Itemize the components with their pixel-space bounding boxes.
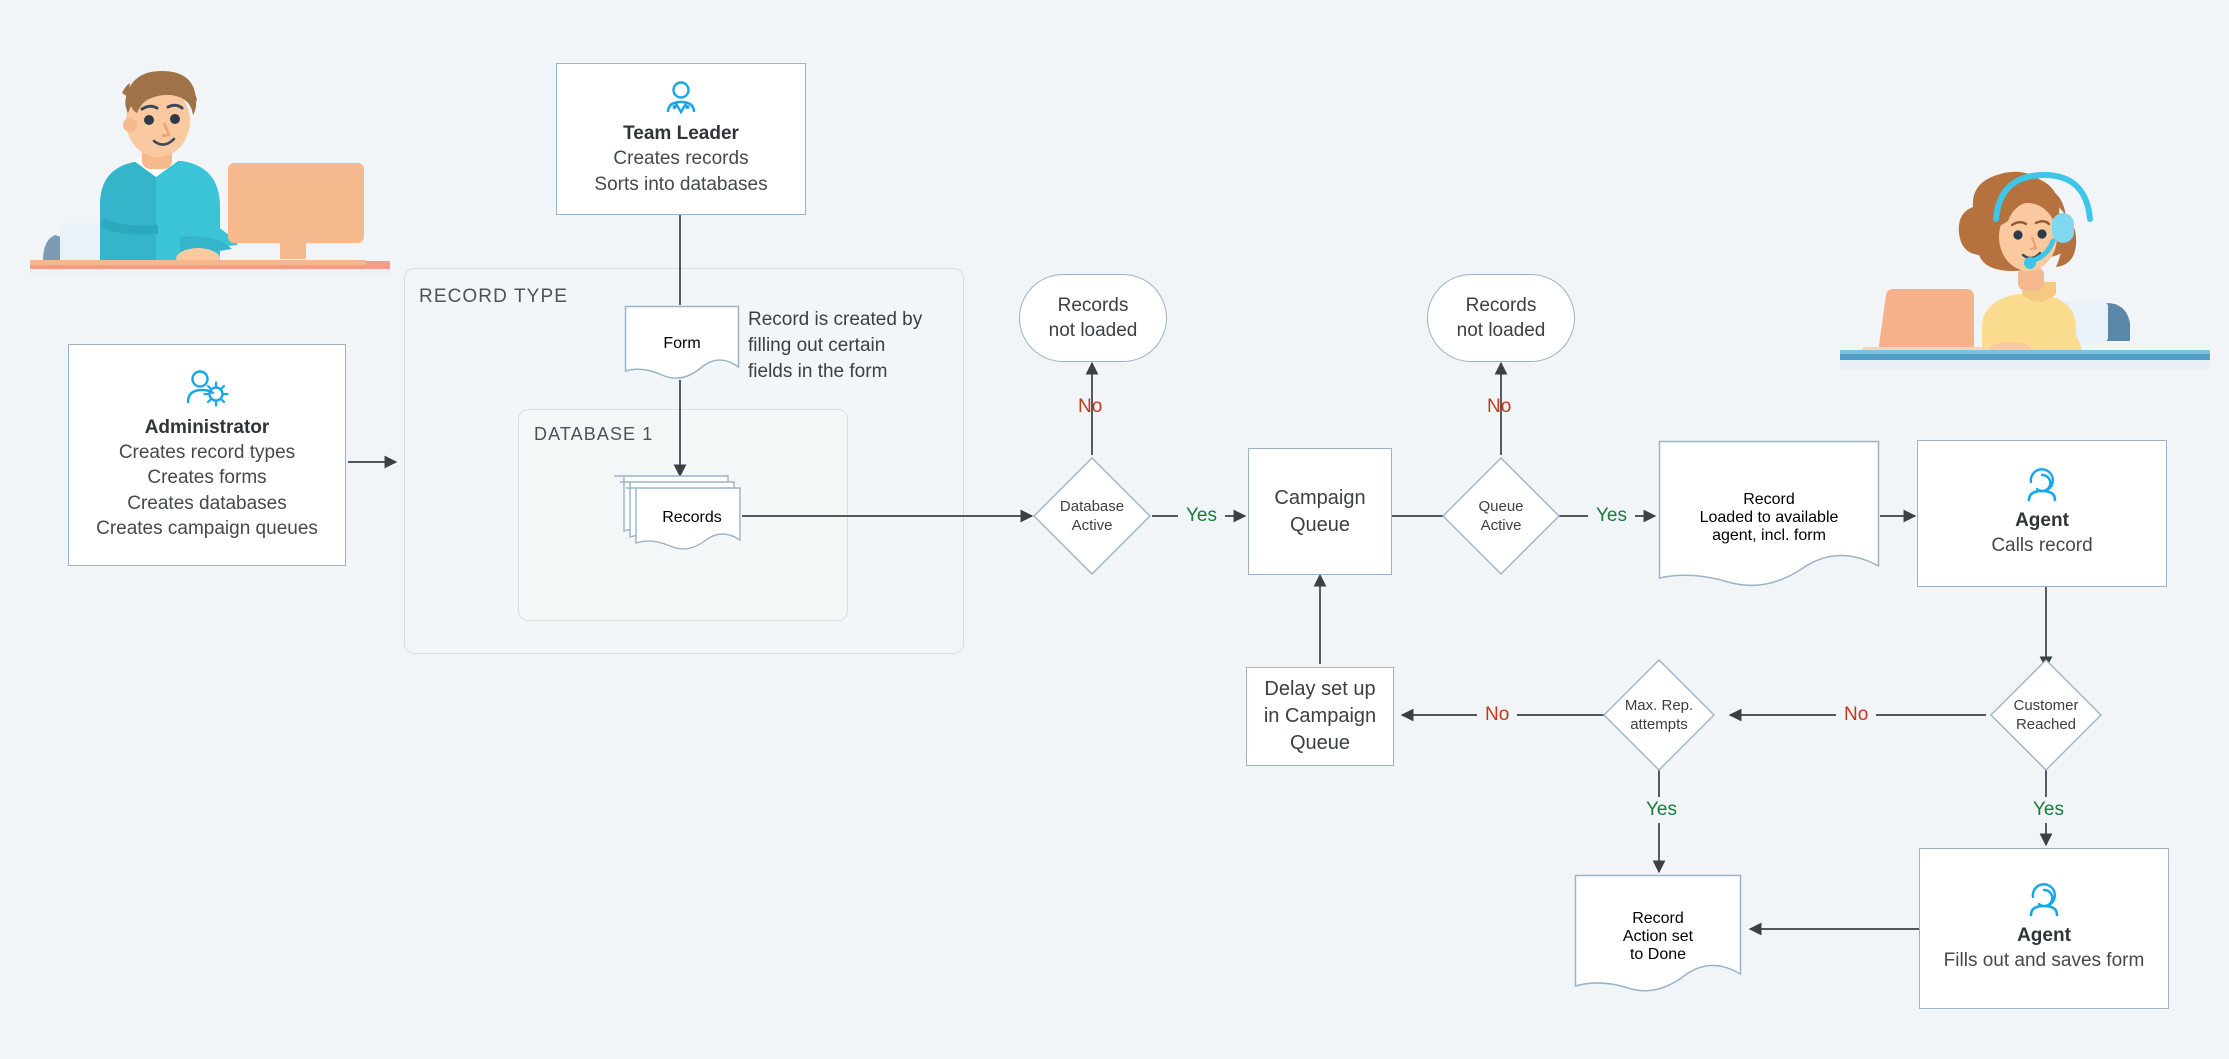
records-not-loaded-2-line-0: Records bbox=[1465, 294, 1537, 316]
database-active-line-1: Active bbox=[1071, 517, 1113, 534]
record-type-group-label: RECORD TYPE bbox=[419, 286, 568, 307]
form-note-line-0: Record is created by bbox=[748, 309, 923, 330]
records-not-loaded-2-line-1: not loaded bbox=[1456, 320, 1546, 341]
record-done-node[interactable]: Record Action set to Done bbox=[1574, 874, 1742, 1000]
person-team-icon bbox=[666, 81, 696, 115]
database-active-line-0: Database bbox=[1059, 497, 1125, 515]
headset-agent-icon bbox=[2027, 468, 2057, 502]
agent-calls-record-node[interactable]: Agent Calls record bbox=[1917, 440, 2167, 587]
database-active-decision[interactable]: Database Active bbox=[1032, 456, 1152, 576]
delay-line-2: Queue bbox=[1289, 731, 1351, 754]
records-not-loaded-1-line-0: Records bbox=[1057, 294, 1129, 316]
administrator-line-2: Creates databases bbox=[127, 492, 287, 514]
team-leader-node[interactable]: Team Leader Creates records Sorts into d… bbox=[556, 63, 806, 215]
delay-line-0: Delay set up bbox=[1264, 678, 1376, 701]
customer-reached-line-0: Customer bbox=[2013, 696, 2079, 714]
form-note: Record is created by filling out certain… bbox=[748, 307, 963, 384]
edge-label-max-rep-yes: Yes bbox=[1640, 797, 1683, 823]
records-node[interactable]: Records bbox=[610, 470, 742, 566]
agent-calls-record-line-0: Calls record bbox=[1991, 535, 2093, 557]
agent-fills-form-node[interactable]: Agent Fills out and saves form bbox=[1919, 848, 2169, 1009]
edge-label-db-active-no: No bbox=[1078, 396, 1103, 417]
form-note-line-1: filling out certain bbox=[748, 334, 886, 356]
edge-label-db-active-yes: Yes bbox=[1178, 505, 1225, 527]
administrator-line-3: Creates campaign queues bbox=[96, 517, 318, 539]
edge-label-queue-active-no: No bbox=[1487, 396, 1512, 417]
agent-fills-form-title: Agent bbox=[2017, 925, 2071, 947]
administrator-node[interactable]: Administrator Creates record types Creat… bbox=[68, 344, 346, 566]
team-leader-line-1: Sorts into databases bbox=[594, 173, 768, 195]
administrator-line-0: Creates record types bbox=[118, 441, 296, 463]
campaign-queue-line-1: Queue bbox=[1289, 513, 1351, 536]
customer-reached-line-1: Reached bbox=[2015, 716, 2077, 733]
form-note-line-2: fields in the form bbox=[748, 360, 888, 382]
queue-active-line-0: Queue bbox=[1478, 497, 1524, 515]
max-rep-attempts-decision[interactable]: Max. Rep. attempts bbox=[1602, 658, 1716, 772]
edge-label-max-rep-no: No bbox=[1477, 704, 1518, 726]
administrator-title: Administrator bbox=[144, 416, 270, 438]
record-loaded-node[interactable]: Record Loaded to available agent, incl. … bbox=[1658, 440, 1880, 595]
campaign-queue-line-0: Campaign bbox=[1274, 486, 1366, 509]
database-1-group-label: DATABASE 1 bbox=[534, 424, 654, 444]
max-rep-attempts-line-1: attempts bbox=[1630, 716, 1688, 733]
max-rep-attempts-line-0: Max. Rep. bbox=[1624, 696, 1694, 714]
administrator-line-1: Creates forms bbox=[147, 467, 267, 489]
delay-line-1: in Campaign bbox=[1263, 705, 1377, 728]
agent-fills-form-line-0: Fills out and saves form bbox=[1943, 950, 2145, 972]
edge-label-queue-active-yes: Yes bbox=[1588, 505, 1635, 527]
edge-label-customer-no: No bbox=[1836, 704, 1877, 726]
person-gear-icon bbox=[186, 369, 229, 407]
headset-agent-icon bbox=[2029, 883, 2059, 917]
records-not-loaded-2-node[interactable]: Records not loaded bbox=[1427, 274, 1575, 362]
woman-with-headset-at-laptop-illustration bbox=[1840, 171, 2210, 370]
agent-calls-record-title: Agent bbox=[2015, 510, 2069, 532]
customer-reached-decision[interactable]: Customer Reached bbox=[1989, 658, 2103, 772]
team-leader-title: Team Leader bbox=[623, 123, 739, 144]
edge-label-customer-yes: Yes bbox=[2027, 797, 2070, 823]
delay-node[interactable]: Delay set up in Campaign Queue bbox=[1246, 667, 1394, 766]
records-not-loaded-1-node[interactable]: Records not loaded bbox=[1019, 274, 1167, 362]
queue-active-decision[interactable]: Queue Active bbox=[1441, 456, 1561, 576]
records-not-loaded-1-line-1: not loaded bbox=[1048, 320, 1138, 341]
queue-active-line-1: Active bbox=[1480, 517, 1522, 534]
campaign-queue-node[interactable]: Campaign Queue bbox=[1248, 448, 1392, 575]
form-node[interactable]: Form bbox=[624, 305, 740, 383]
team-leader-line-0: Creates records bbox=[613, 148, 749, 170]
man-at-desktop-computer-illustration bbox=[30, 71, 390, 275]
